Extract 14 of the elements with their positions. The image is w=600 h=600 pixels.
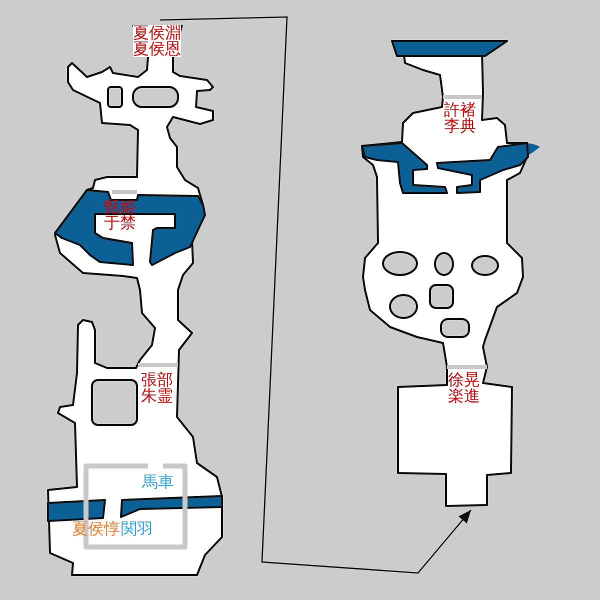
name-label: 関羽: [121, 521, 153, 537]
name-label: 馬車: [142, 474, 174, 490]
name-label: 甄姫: [104, 199, 136, 215]
name-label: 朱霊: [141, 388, 173, 404]
name-label: 許褚: [444, 102, 476, 118]
connector-arrow: [160, 16, 472, 574]
name-label: 夏侯淵: [133, 25, 181, 41]
name-label: 張部: [141, 372, 173, 388]
name-label: 楽進: [448, 388, 480, 404]
name-label: 夏侯惇: [72, 521, 120, 537]
name-label: 李典: [444, 118, 476, 134]
name-label: 于禁: [104, 215, 136, 231]
name-label: 夏侯恩: [133, 41, 181, 57]
name-label: 徐晃: [448, 372, 480, 388]
